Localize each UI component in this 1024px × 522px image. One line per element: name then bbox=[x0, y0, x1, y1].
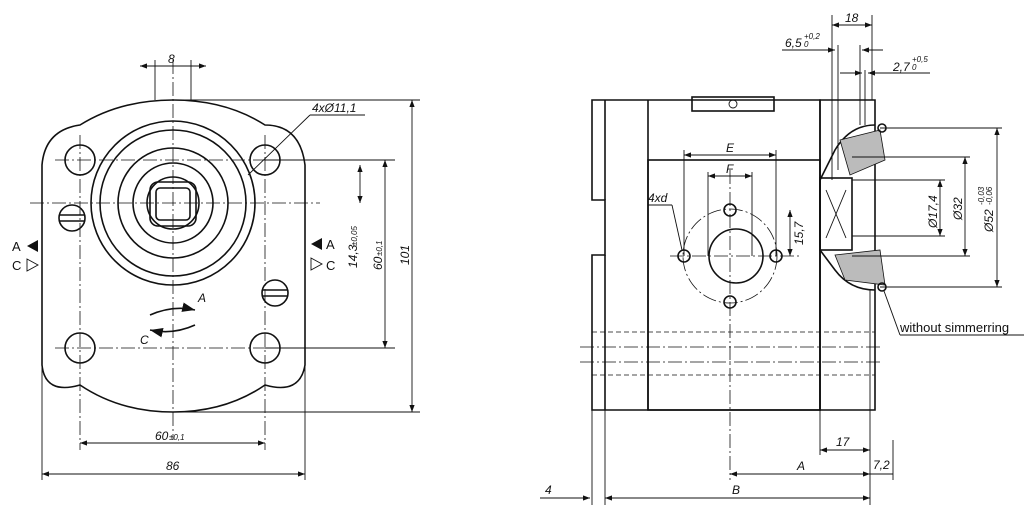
pump-body bbox=[591, 99, 821, 411]
dim-17: 17 bbox=[836, 435, 851, 449]
svg-text:±0,1: ±0,1 bbox=[375, 240, 384, 256]
svg-text:0: 0 bbox=[804, 40, 809, 49]
dim-b: B bbox=[732, 483, 740, 497]
port-a-label: A bbox=[12, 239, 21, 254]
dim-60-horizontal: 60 bbox=[155, 429, 169, 443]
port-a-label-right: A bbox=[326, 237, 335, 252]
rotation-arrow-c bbox=[149, 324, 196, 338]
dim-6-5: 6,5 bbox=[785, 36, 802, 50]
port-c-label: C bbox=[12, 258, 21, 273]
dim-17-4: Ø17,4 bbox=[926, 195, 940, 229]
note-without-simmerring: without simmerring bbox=[899, 320, 1009, 335]
dim-holes: 4xØ11,1 bbox=[312, 101, 356, 115]
dim-a: A bbox=[796, 459, 805, 473]
side-view: E F 4xd 15,7 18 6,5+0,20 2,7+0,50 Ø17,4 … bbox=[540, 11, 1024, 505]
rotation-c-label: C bbox=[140, 333, 149, 347]
dim-15-7: 15,7 bbox=[792, 220, 806, 245]
svg-text:0: 0 bbox=[912, 63, 917, 72]
dim-4xd: 4xd bbox=[648, 191, 668, 205]
top-plug bbox=[691, 96, 775, 112]
svg-text:±0,05: ±0,05 bbox=[350, 225, 359, 246]
svg-text:-0,06: -0,06 bbox=[985, 186, 994, 205]
front-cover bbox=[819, 99, 876, 411]
dim-f: F bbox=[726, 162, 734, 176]
dim-18: 18 bbox=[845, 11, 859, 25]
dim-101: 101 bbox=[398, 245, 412, 265]
svg-text:-0,03: -0,03 bbox=[977, 186, 986, 205]
svg-text:±0,1: ±0,1 bbox=[169, 433, 185, 442]
port-plug-a bbox=[261, 279, 289, 307]
flange-outline bbox=[41, 99, 306, 413]
dim-14-3: 14,3 bbox=[346, 244, 360, 268]
port-plug-c bbox=[58, 204, 86, 232]
svg-text:+0,5: +0,5 bbox=[912, 55, 928, 64]
rotation-a-label: A bbox=[197, 291, 206, 305]
dim-86: 86 bbox=[166, 459, 180, 473]
dim-52: Ø52 bbox=[982, 209, 996, 233]
dim-7-2: 7,2 bbox=[873, 458, 890, 472]
dim-2-7: 2,7 bbox=[892, 60, 911, 74]
dim-60-vertical: 60 bbox=[371, 256, 385, 270]
front-view: 8 4xØ11,1 14,3±0,05 60±0,1 101 60±0,1 86… bbox=[12, 52, 420, 480]
dim-8: 8 bbox=[168, 52, 175, 66]
dim-e: E bbox=[726, 141, 735, 155]
dim-4: 4 bbox=[545, 483, 552, 497]
svg-text:+0,2: +0,2 bbox=[804, 32, 820, 41]
dim-32: Ø32 bbox=[951, 197, 965, 221]
rotation-arrow-a bbox=[149, 302, 196, 316]
port-c-label-right: C bbox=[326, 258, 335, 273]
